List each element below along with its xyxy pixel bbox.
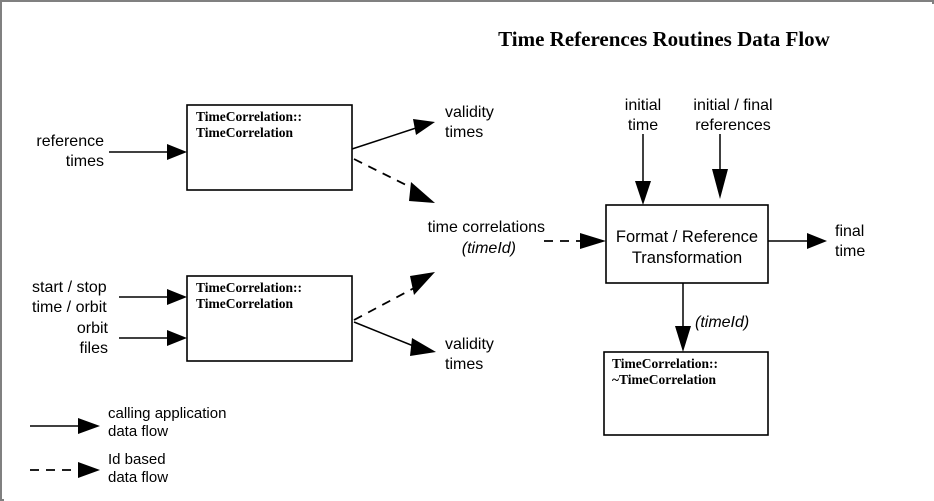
label-dtor-timeid: (timeId) bbox=[695, 314, 749, 331]
arrowhead-initial-final-references bbox=[712, 169, 728, 199]
arrowhead-ctor2-validity-times bbox=[410, 338, 436, 356]
label-time-correlations: time correlations bbox=[428, 219, 545, 236]
label-start-stop-line1: start / stop bbox=[32, 279, 107, 296]
legend-dashed-label-line2: data flow bbox=[108, 469, 168, 486]
label-orbit-files-line2: files bbox=[80, 340, 108, 357]
label-initial-time-line1: initial bbox=[625, 97, 661, 114]
label-validity-times-top-line1: validity bbox=[445, 104, 494, 121]
label-final-time-line1: final bbox=[835, 223, 864, 240]
label-orbit-files-line1: orbit bbox=[77, 320, 109, 337]
arrowhead-reference-times bbox=[167, 144, 187, 160]
legend-dashed-label-line1: Id based bbox=[108, 451, 166, 468]
edge-ctor1-time-correlations bbox=[353, 158, 417, 191]
node-ctor2-line2: TimeCorrelation bbox=[196, 296, 293, 311]
node-ctor1-line2: TimeCorrelation bbox=[196, 125, 293, 140]
label-final-time-line2: time bbox=[835, 243, 865, 260]
label-reference-times-line1: reference bbox=[36, 133, 104, 150]
legend-solid-label-line2: data flow bbox=[108, 423, 168, 440]
legend-solid-label-line1: calling application bbox=[108, 405, 226, 422]
node-dtor-line2: ~TimeCorrelation bbox=[612, 372, 716, 387]
label-validity-times-bottom-line1: validity bbox=[445, 336, 494, 353]
arrowhead-final-time bbox=[807, 233, 827, 249]
edge-ctor2-validity-times bbox=[353, 321, 417, 348]
arrowhead-ctor1-validity-times bbox=[413, 119, 435, 135]
diagram-title: Time References Routines Data Flow bbox=[498, 27, 830, 51]
edge-ctor2-time-correlations bbox=[353, 286, 417, 321]
arrowhead-format-dtor bbox=[675, 326, 691, 352]
label-validity-times-top-line2: times bbox=[445, 124, 483, 141]
label-validity-times-bottom-line2: times bbox=[445, 356, 483, 373]
label-reference-times-line2: times bbox=[66, 153, 104, 170]
arrowhead-ctor1-time-correlations bbox=[409, 182, 435, 203]
arrowhead-initial-time bbox=[635, 181, 651, 205]
arrowhead-time-correlations-format bbox=[580, 233, 606, 249]
label-initial-final-refs-line2: references bbox=[695, 117, 771, 134]
node-timecorrelation-ctor-2[interactable] bbox=[186, 275, 353, 362]
node-ctor1-line1: TimeCorrelation:: bbox=[196, 109, 302, 124]
node-timecorrelation-ctor-1[interactable] bbox=[186, 104, 353, 191]
arrowhead-start-stop-time-orbit bbox=[167, 289, 187, 305]
node-format-line1: Format / Reference bbox=[616, 228, 758, 246]
node-format-reference-transformation[interactable] bbox=[605, 204, 769, 284]
label-time-correlations-timeid: (timeId) bbox=[462, 240, 516, 257]
data-flow-diagram: Time References Routines Data Flow TimeC… bbox=[30, 27, 865, 486]
arrowhead-ctor2-time-correlations bbox=[410, 272, 435, 295]
label-initial-time-line2: time bbox=[628, 117, 658, 134]
node-dtor-line1: TimeCorrelation:: bbox=[612, 356, 718, 371]
node-ctor2-line1: TimeCorrelation:: bbox=[196, 280, 302, 295]
node-format-line2: Transformation bbox=[632, 249, 742, 267]
node-timecorrelation-dtor[interactable] bbox=[603, 351, 769, 436]
legend-dashed-arrowhead bbox=[78, 462, 100, 478]
arrowhead-orbit-files bbox=[167, 330, 187, 346]
label-start-stop-line2: time / orbit bbox=[32, 299, 107, 316]
diagram-canvas: Time References Routines Data Flow TimeC… bbox=[4, 4, 934, 501]
legend-solid-arrowhead bbox=[78, 418, 100, 434]
label-initial-final-refs-line1: initial / final bbox=[693, 97, 772, 114]
edge-ctor1-validity-times bbox=[351, 127, 417, 150]
